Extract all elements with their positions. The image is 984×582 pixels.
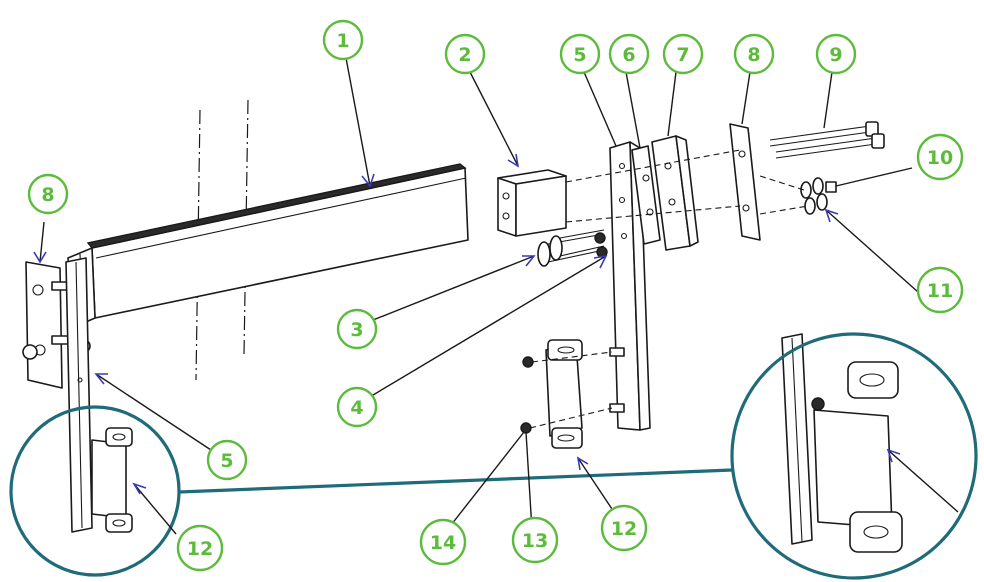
callout-13: 13 [511, 516, 559, 564]
svg-text:6: 6 [622, 44, 635, 66]
svg-text:7: 7 [676, 44, 689, 66]
centerline-left [195, 109, 201, 381]
svg-text:14: 14 [430, 532, 456, 554]
svg-text:8: 8 [41, 184, 54, 206]
svg-text:8: 8 [747, 44, 760, 66]
svg-text:5: 5 [573, 44, 586, 66]
assembly-line-nut-lower [529, 407, 613, 429]
end-plate-right-part-8 [729, 123, 761, 241]
clip-middle-part-12 [520, 339, 625, 449]
callout-12-left: 12 [176, 524, 224, 572]
callout-6: 6 [608, 33, 650, 75]
clip-left-part-12 [91, 427, 133, 533]
callout-5-right: 5 [559, 33, 601, 75]
svg-text:10: 10 [927, 147, 953, 169]
callout-10: 10 [916, 133, 964, 181]
detail-circle-right [730, 332, 978, 580]
callout-12-middle: 12 [600, 504, 648, 552]
callout-1: 1 [322, 19, 364, 61]
bracket-left-part-5 [65, 257, 93, 533]
plate-part-6 [631, 145, 661, 245]
callout-9: 9 [815, 33, 857, 75]
svg-text:2: 2 [458, 44, 471, 66]
svg-text:1: 1 [336, 30, 349, 52]
callout-11: 11 [916, 266, 964, 314]
beam-part-1 [67, 163, 469, 329]
callout-14: 14 [419, 518, 467, 566]
bolts-part-3 [537, 229, 605, 267]
callout-3: 3 [336, 308, 378, 350]
assembly-line-washer-lower [759, 205, 809, 215]
svg-text:5: 5 [220, 450, 233, 472]
svg-text:13: 13 [522, 530, 548, 552]
svg-text:12: 12 [611, 518, 637, 540]
svg-text:12: 12 [187, 538, 213, 560]
callout-8-right: 8 [733, 33, 775, 75]
callout-2: 2 [444, 33, 486, 75]
bracket-right-part-5 [609, 141, 651, 431]
formed-bracket-part-7 [651, 135, 699, 251]
rods-part-9 [769, 121, 885, 159]
callout-8-left: 8 [27, 173, 69, 215]
assembly-line-washer-upper [759, 175, 805, 191]
callout-5-left: 5 [206, 439, 248, 481]
assembly-line-nut-upper [531, 351, 613, 363]
leader-lines [33, 57, 959, 535]
spacer-block-part-2 [497, 169, 567, 237]
detail-connector-line [178, 468, 733, 494]
svg-text:11: 11 [927, 280, 953, 302]
svg-text:9: 9 [829, 44, 842, 66]
detail-enlarged-clip [781, 333, 903, 553]
assembly-line-lower [565, 205, 741, 223]
svg-text:3: 3 [350, 319, 363, 341]
washers-nuts-parts-10-11 [800, 177, 837, 215]
callout-7: 7 [662, 33, 704, 75]
nuts-part-4 [594, 232, 608, 258]
svg-text:4: 4 [350, 397, 363, 419]
callout-4: 4 [336, 386, 378, 428]
